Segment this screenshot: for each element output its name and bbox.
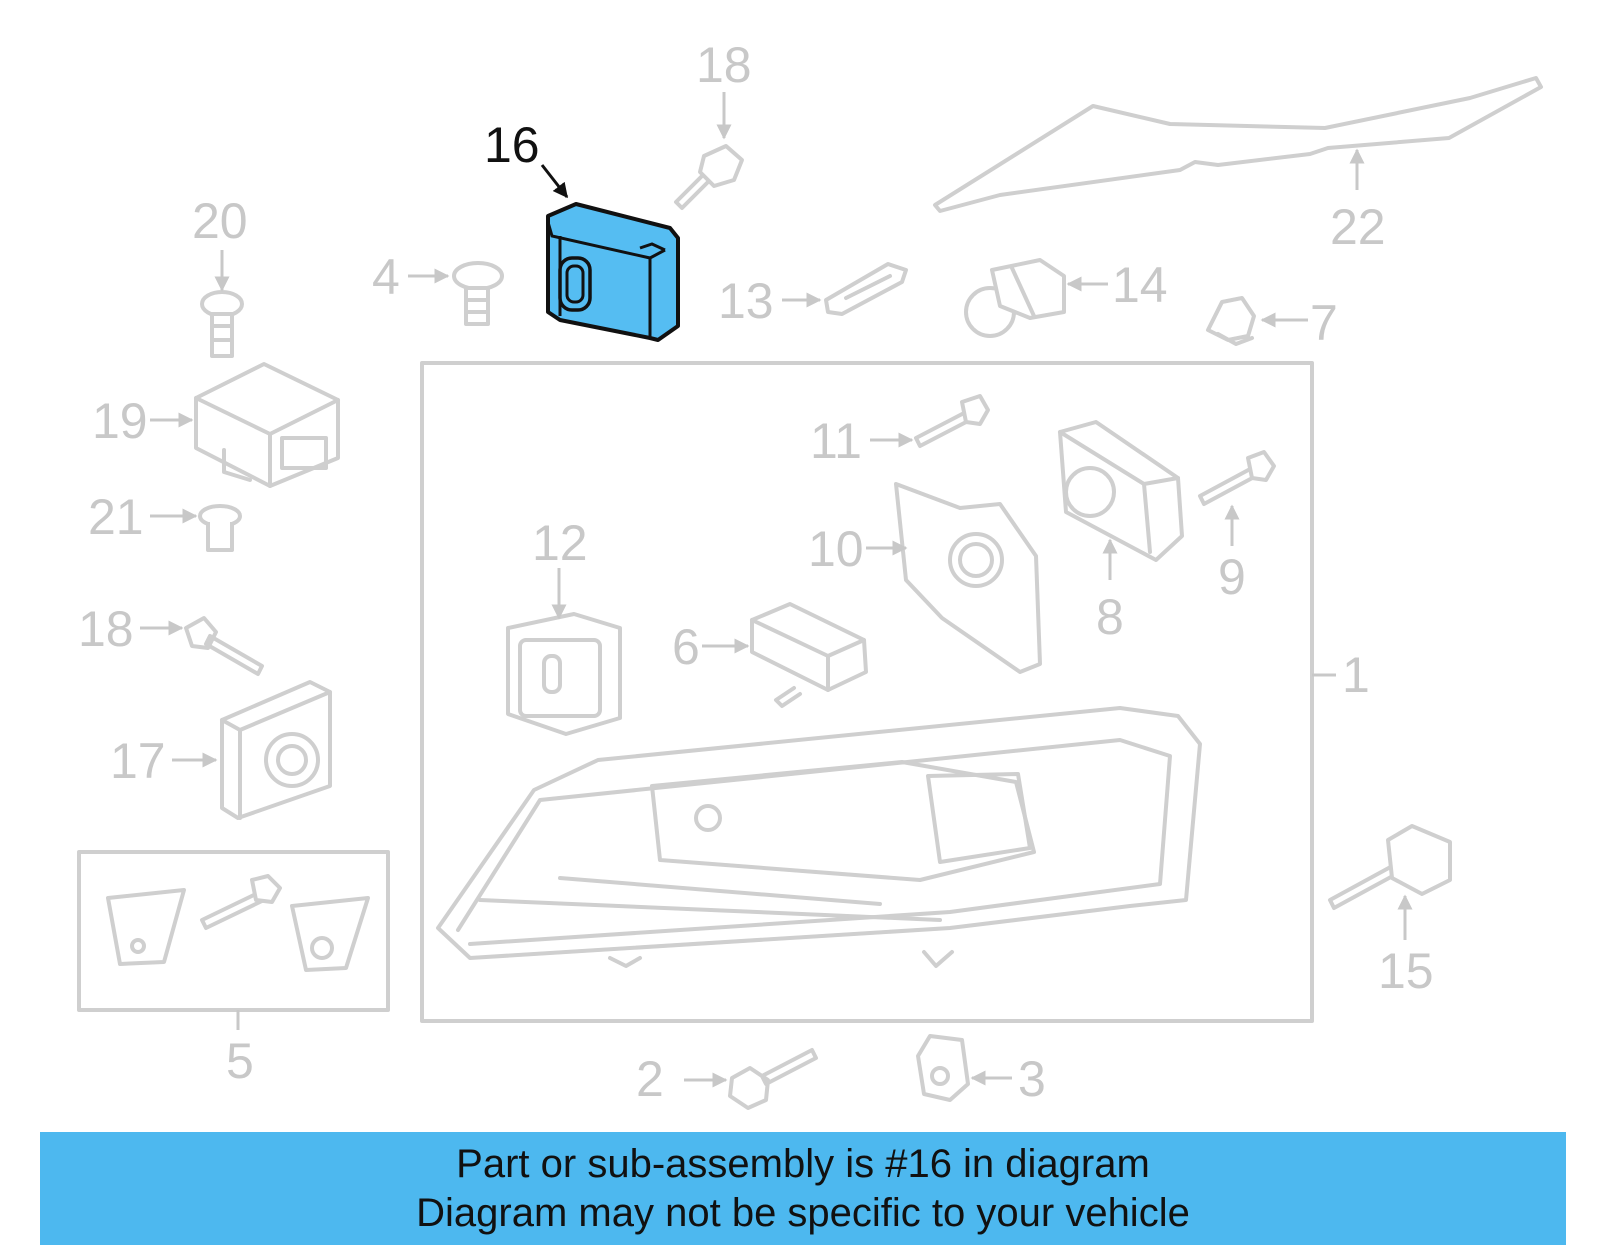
callout-8: 8 bbox=[1096, 589, 1124, 645]
callout-9: 9 bbox=[1218, 549, 1246, 605]
callout-5: 5 bbox=[226, 1033, 254, 1089]
callout-13: 13 bbox=[718, 273, 774, 329]
callout-17: 17 bbox=[110, 733, 166, 789]
callout-1: 1 bbox=[1342, 647, 1370, 703]
bracket-kit-frame bbox=[77, 850, 390, 1012]
part-22-trim-strip bbox=[933, 76, 1543, 213]
part-18-bolt-top bbox=[674, 144, 744, 210]
callout-21: 21 bbox=[88, 489, 144, 545]
callout-12: 12 bbox=[532, 515, 588, 571]
part-11-bolt bbox=[914, 394, 990, 448]
callout-16: 16 bbox=[484, 117, 540, 173]
callout-18-top: 18 bbox=[696, 37, 752, 93]
callout-18-left: 18 bbox=[78, 601, 134, 657]
part-1-headlamp bbox=[436, 706, 1202, 968]
callout-15: 15 bbox=[1378, 943, 1434, 999]
callout-11: 11 bbox=[810, 413, 862, 469]
part-20-bolt bbox=[200, 290, 244, 358]
banner-line-2: Diagram may not be specific to your vehi… bbox=[416, 1190, 1190, 1235]
part-18-bolt-left bbox=[184, 616, 264, 676]
callout-14: 14 bbox=[1112, 257, 1168, 313]
callout-19: 19 bbox=[92, 393, 148, 449]
part-13-bulb bbox=[824, 262, 908, 316]
banner-line-1: Part or sub-assembly is #16 in diagram bbox=[456, 1141, 1150, 1186]
callout-3: 3 bbox=[1018, 1051, 1046, 1107]
part-10-bezel bbox=[894, 482, 1042, 674]
part-14-bulb-socket bbox=[964, 258, 1066, 338]
part-9-bolt bbox=[1198, 450, 1276, 506]
part-6-switch bbox=[750, 602, 868, 708]
callout-4: 4 bbox=[372, 249, 400, 305]
part-3-clip bbox=[916, 1034, 970, 1102]
callout-2: 2 bbox=[636, 1051, 664, 1107]
part-16-highlighted[interactable] bbox=[546, 202, 680, 342]
part-8-module bbox=[1058, 420, 1184, 562]
part-4-screw bbox=[452, 261, 504, 326]
callout-22: 22 bbox=[1330, 199, 1386, 255]
part-19-module bbox=[194, 362, 340, 488]
callout-10: 10 bbox=[808, 521, 864, 577]
part-2-bolt bbox=[728, 1048, 818, 1110]
info-banner: Part or sub-assembly is #16 in diagram D… bbox=[40, 1132, 1566, 1245]
part-5-brackets bbox=[106, 874, 370, 972]
part-7-cap bbox=[1206, 296, 1256, 346]
part-12-module bbox=[506, 612, 622, 736]
assembly-frame bbox=[420, 361, 1314, 1023]
part-21-nut bbox=[198, 504, 242, 552]
part-15-bulb bbox=[1328, 824, 1452, 910]
part-17-ballast bbox=[220, 680, 332, 820]
callout-7: 7 bbox=[1310, 295, 1338, 351]
callout-20: 20 bbox=[192, 193, 248, 249]
callout-6: 6 bbox=[672, 619, 700, 675]
